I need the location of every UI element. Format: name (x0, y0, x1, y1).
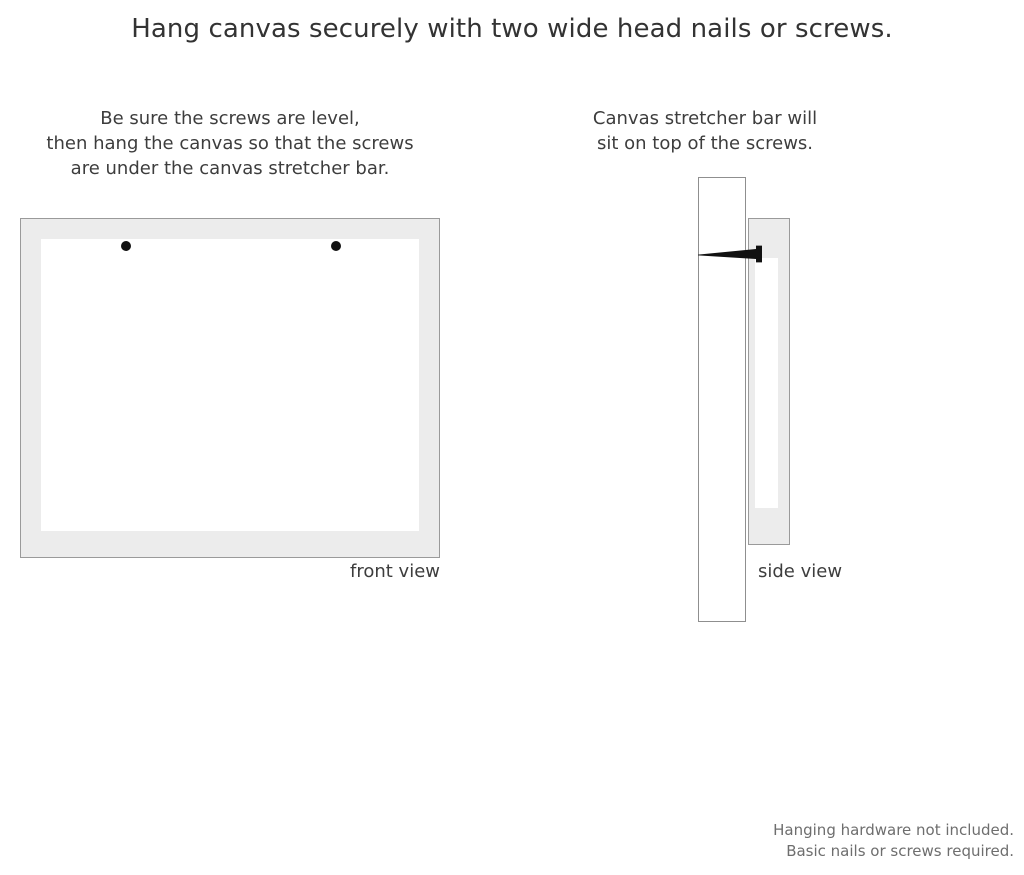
screw-head-right-icon (331, 241, 341, 251)
stretcher-bar-recess (755, 258, 778, 508)
canvas-frame-front (20, 218, 440, 558)
footnote: Hanging hardware not included. Basic nai… (773, 821, 1014, 860)
canvas-stretcher-bar-cross-section (748, 218, 790, 545)
canvas-face (41, 239, 419, 531)
side-view-label: side view (758, 561, 843, 582)
front-view-caption: Be sure the screws are level, then hang … (46, 108, 414, 179)
wall-cross-section (698, 177, 746, 622)
side-view-caption: Canvas stretcher bar will sit on top of … (592, 108, 818, 154)
screw-head-left-icon (121, 241, 131, 251)
page-title: Hang canvas securely with two wide head … (131, 14, 893, 44)
side-view-illustration (690, 170, 810, 640)
front-view-label: front view (350, 561, 440, 582)
screw-side-icon (698, 245, 762, 263)
front-view-illustration (20, 218, 440, 558)
